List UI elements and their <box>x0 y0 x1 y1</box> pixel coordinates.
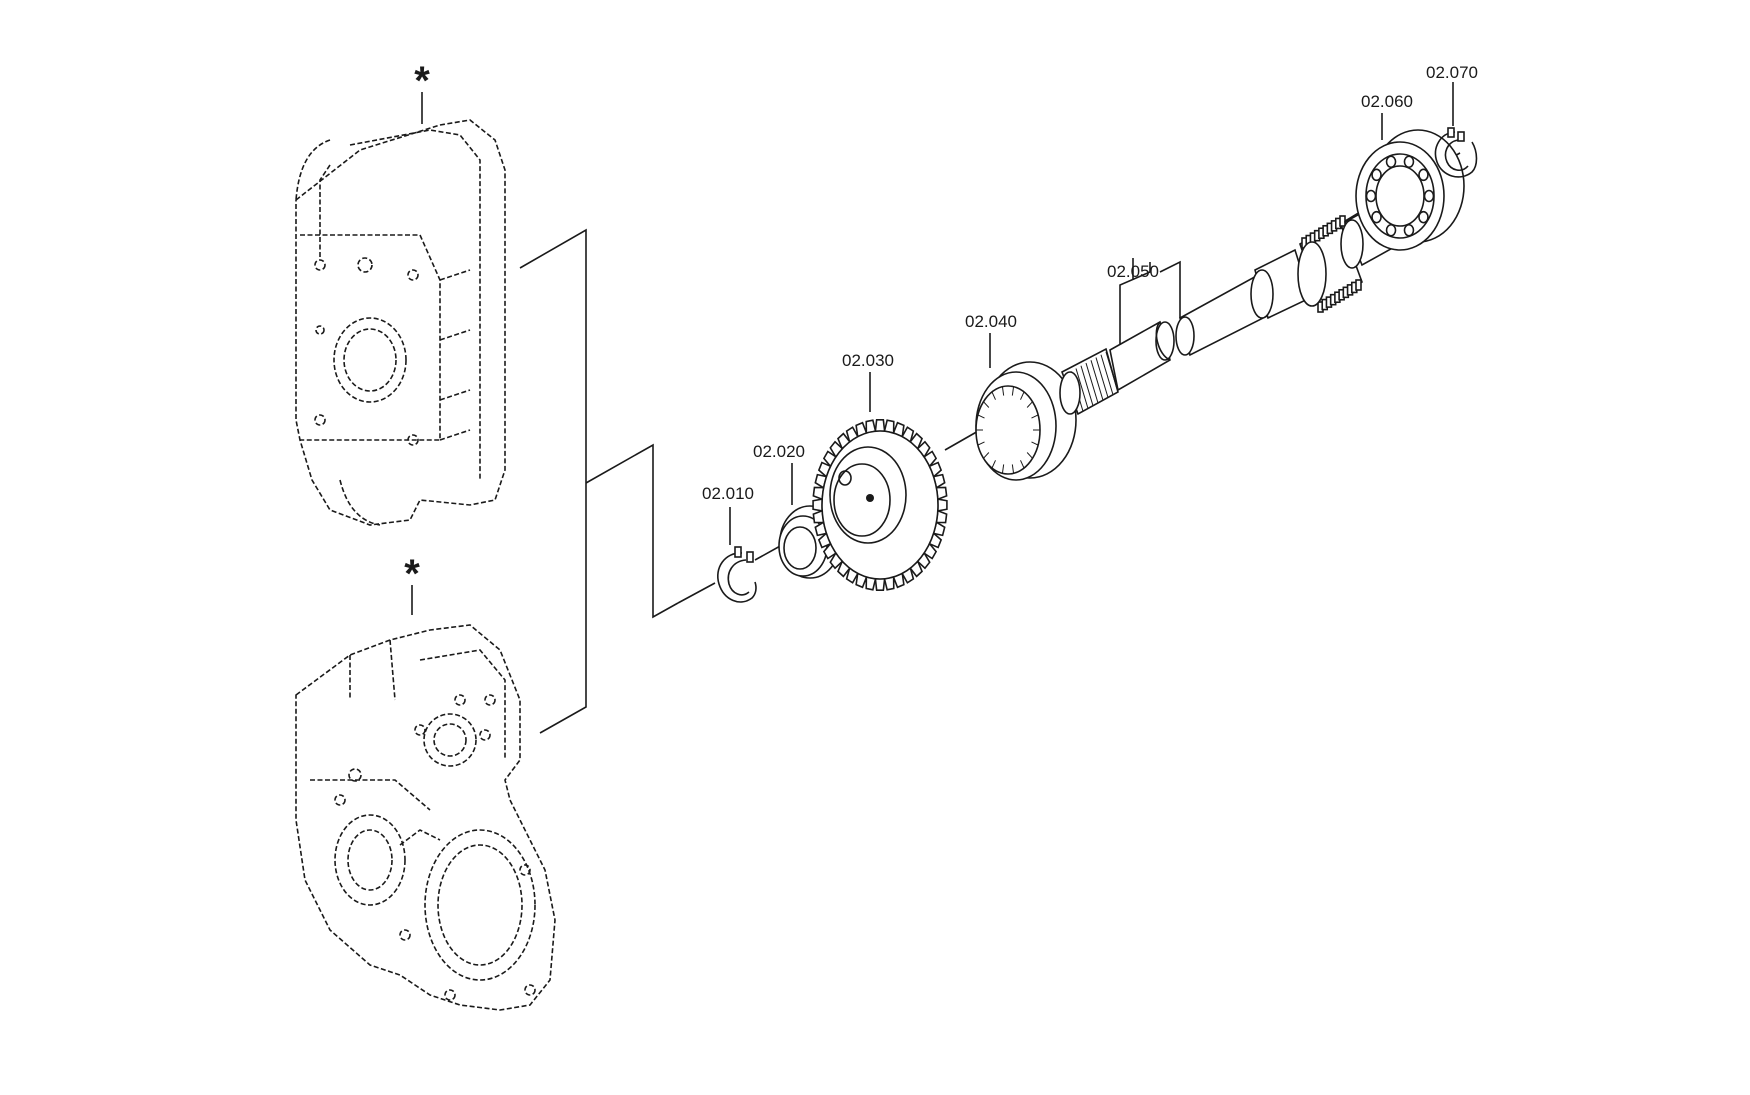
part-bearing-02060 <box>1355 129 1465 251</box>
star-marker-upper-text: * <box>414 59 430 103</box>
assembly-bracket-lines <box>519 228 679 734</box>
label-02070: 02.070 <box>1426 63 1478 82</box>
part-circlip-02010 <box>717 546 757 603</box>
label-02010: 02.010 <box>702 484 754 503</box>
star-marker-lower-text: * <box>404 552 420 596</box>
label-02040: 02.040 <box>965 312 1017 331</box>
part-hub-02040 <box>975 361 1077 481</box>
part-circlip-02070 <box>1434 127 1478 178</box>
part-gear-02030 <box>812 419 948 591</box>
upper-housing <box>295 119 506 526</box>
label-02020: 02.020 <box>753 442 805 461</box>
label-02060: 02.060 <box>1361 92 1413 111</box>
label-02050: 02.050 <box>1107 262 1159 281</box>
part-shaft-02050 <box>1059 198 1399 416</box>
leader-lines <box>729 82 1454 545</box>
star-marker-upper: * <box>414 59 430 124</box>
lower-housing <box>295 624 556 1011</box>
label-02030: 02.030 <box>842 351 894 370</box>
star-marker-lower: * <box>404 552 420 615</box>
